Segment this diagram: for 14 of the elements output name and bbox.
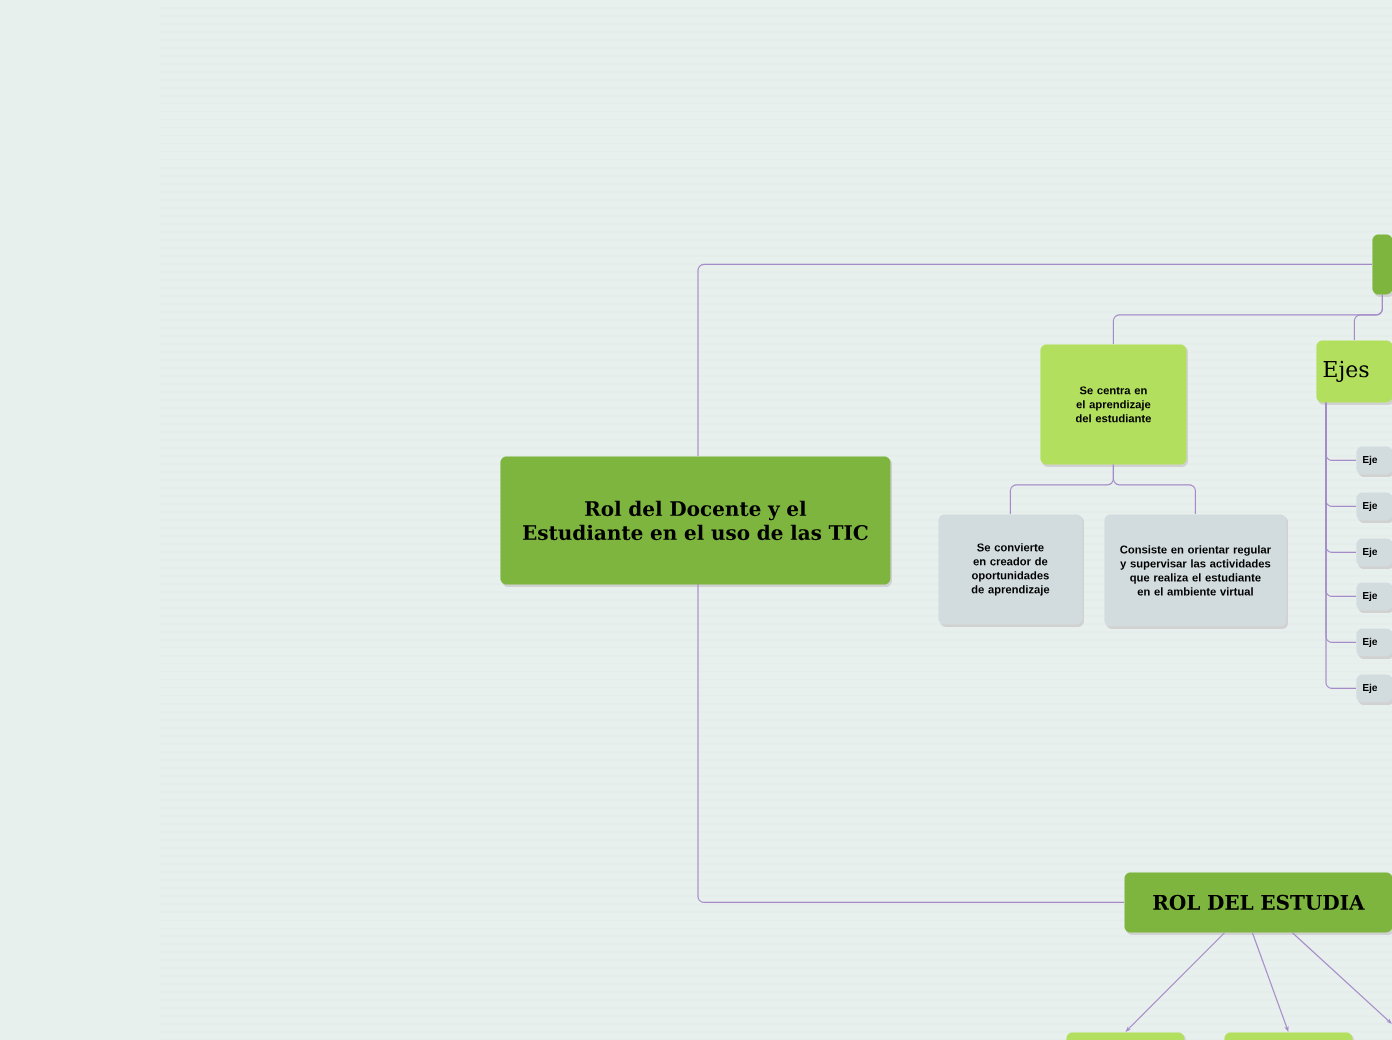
subtopic-box — [1066, 1032, 1186, 1040]
subtopic-box — [1224, 1032, 1354, 1040]
connector — [1325, 402, 1357, 689]
connector — [1353, 294, 1383, 341]
connector — [697, 583, 1125, 903]
connector — [697, 263, 1373, 457]
subtopic-box: Ejes — [1316, 340, 1392, 405]
connector — [1291, 932, 1392, 1024]
topic-box: Rol del Docente y el Estudiante en el uso de las TIC — [500, 456, 892, 587]
connector — [1112, 464, 1196, 515]
connector — [1251, 932, 1289, 1032]
topic-box — [1372, 234, 1392, 297]
connector — [1125, 932, 1225, 1032]
topic-box: ROL DEL ESTUDIA — [1124, 872, 1392, 935]
